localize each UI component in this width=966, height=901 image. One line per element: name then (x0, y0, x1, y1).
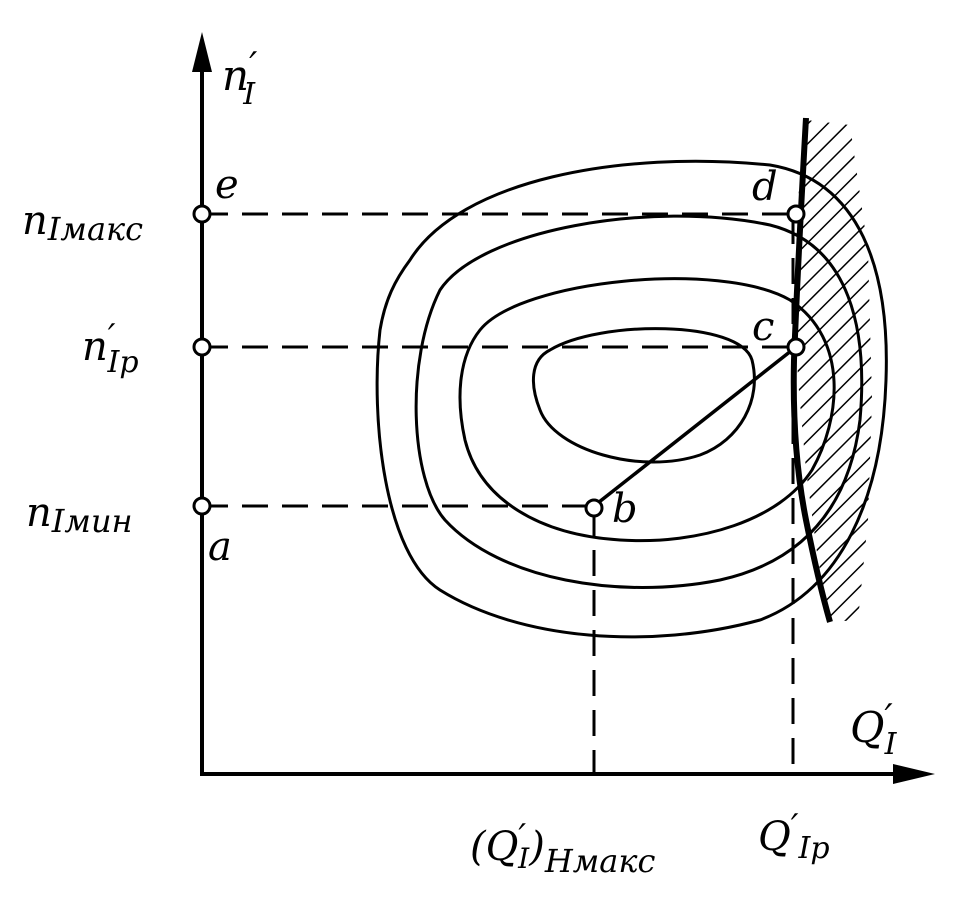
tick-label-q-p: Q′Ip (758, 807, 830, 866)
tick-label-n-min: nIмин (26, 490, 133, 540)
marker-c (786, 337, 806, 357)
point-label-b: b (612, 486, 638, 532)
tick-label-n-p: n′Ip (82, 317, 139, 380)
efficiency-contour-2 (458, 277, 836, 543)
tick-label-q-hmax: (Q′I)Hмакс (470, 817, 655, 880)
efficiency-contour-3 (414, 214, 864, 589)
x-axis-arrow (893, 764, 935, 784)
efficiency-contour-inner (531, 327, 756, 464)
point-label-d: d (752, 164, 778, 210)
dashed-guides (202, 212, 796, 774)
limit-curve (790, 117, 833, 623)
marker-a (192, 496, 212, 516)
marker-np (192, 337, 212, 357)
tick-label-n-max: nIмакс (22, 198, 143, 248)
point-label-e: e (215, 162, 239, 208)
marker-d (786, 204, 806, 224)
x-axis-label: Q′I (850, 698, 898, 762)
operating-line-bc (592, 345, 798, 508)
markers (192, 204, 806, 518)
point-label-c: c (752, 304, 774, 350)
efficiency-contour-outer (375, 159, 888, 639)
marker-b (584, 498, 604, 518)
y-axis-arrow (192, 32, 212, 72)
marker-e (192, 204, 212, 224)
y-axis-label: n′I (222, 46, 257, 112)
point-label-a: a (208, 524, 232, 570)
